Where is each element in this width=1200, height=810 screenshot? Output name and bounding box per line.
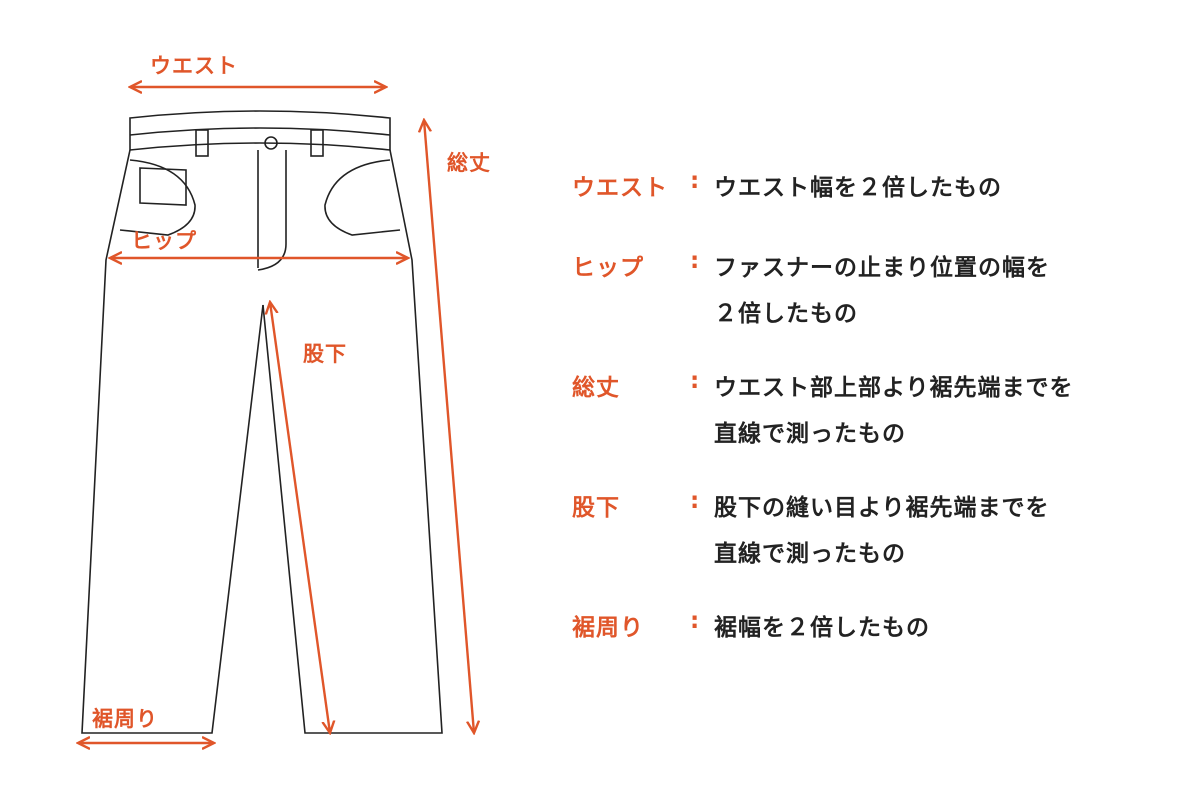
- total-length-arrow: [424, 120, 474, 733]
- legend-colon: :: [690, 248, 701, 274]
- legend-term: 裾周り: [572, 615, 644, 641]
- legend-term: 股下: [572, 495, 620, 521]
- hip-label: ヒップ: [131, 229, 197, 253]
- total-length-label: 総丈: [447, 151, 491, 175]
- legend-desc: ２倍したもの: [714, 301, 858, 327]
- legend-term: 総丈: [572, 375, 620, 401]
- legend-colon: :: [690, 488, 701, 514]
- legend-term: ヒップ: [572, 255, 644, 281]
- legend-desc: 股下の縫い目より裾先端までを: [714, 495, 1050, 521]
- hem-label: 裾周り: [92, 707, 158, 731]
- legend-term: ウエスト: [572, 175, 668, 201]
- legend-desc: ウエスト部上部より裾先端までを: [714, 375, 1074, 401]
- waist-label: ウエスト: [150, 54, 238, 78]
- legend-colon: :: [690, 168, 701, 194]
- legend-colon: :: [690, 608, 701, 634]
- legend-desc: 直線で測ったもの: [714, 541, 906, 567]
- legend-desc: 裾幅を２倍したもの: [714, 615, 930, 641]
- legend-desc: ファスナーの止まり位置の幅を: [714, 255, 1050, 281]
- legend-desc: ウエスト幅を２倍したもの: [714, 175, 1002, 201]
- legend-desc: 直線で測ったもの: [714, 421, 906, 447]
- pants-outline: [81, 110, 443, 734]
- measurement-arrows: [78, 87, 474, 743]
- inseam-arrow: [270, 302, 330, 733]
- inseam-label: 股下: [303, 342, 347, 366]
- legend-colon: :: [690, 368, 701, 394]
